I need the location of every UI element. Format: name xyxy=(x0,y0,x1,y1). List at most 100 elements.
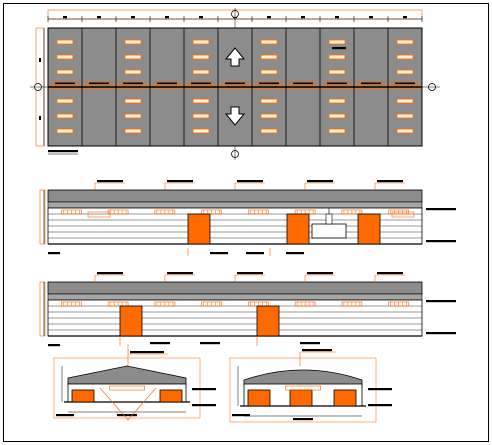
dimension-text xyxy=(200,342,220,345)
skylight-fixture xyxy=(260,113,278,119)
dimension-text xyxy=(286,252,304,255)
section-vent xyxy=(284,385,321,391)
roof-fascia xyxy=(47,189,423,203)
dimension-text xyxy=(210,252,228,255)
ridge-vent xyxy=(52,81,78,86)
brace-line xyxy=(127,387,157,421)
dimension-text xyxy=(293,418,313,421)
skylight-fixture xyxy=(56,128,74,134)
ridge-vent xyxy=(358,81,384,86)
dimension-text xyxy=(63,16,67,19)
roller-door xyxy=(286,213,310,245)
dimension-text xyxy=(403,16,407,19)
view-title-text xyxy=(48,252,60,255)
roller-door xyxy=(289,389,313,407)
ridge-vent-core xyxy=(259,82,279,85)
skylight-fixture xyxy=(328,98,346,104)
right-note-text xyxy=(426,240,456,243)
ridge-vent-core xyxy=(157,82,177,85)
roller-door xyxy=(187,213,211,245)
right-note-text xyxy=(426,300,456,303)
slope-arrow-down-icon xyxy=(224,106,246,126)
skylight-fixture xyxy=(192,128,210,134)
sheet-border xyxy=(3,3,489,442)
skylight-fixture xyxy=(192,39,210,45)
annotation-text xyxy=(237,180,263,183)
section-roof xyxy=(243,369,363,387)
wall-vent xyxy=(87,211,111,218)
ridge-vent xyxy=(120,81,146,86)
side-section-right-view xyxy=(229,349,392,423)
skylight-fixture xyxy=(124,54,142,60)
skylight-fixture xyxy=(328,113,346,119)
annotation-text xyxy=(130,351,164,354)
roller-door xyxy=(71,389,95,403)
skylight-fixture xyxy=(328,39,346,45)
ridge-vent xyxy=(154,81,180,86)
dimension-text xyxy=(246,252,264,255)
annotation-text xyxy=(377,272,403,275)
section-note-text xyxy=(368,404,392,407)
dimension-text xyxy=(150,342,170,345)
plan-note-text xyxy=(332,47,346,50)
skylight-fixture xyxy=(192,113,210,119)
dimension-text xyxy=(39,58,41,62)
skylight-fixture xyxy=(260,39,278,45)
annotation-text xyxy=(237,272,263,275)
roller-door xyxy=(256,305,280,337)
ridge-vent-core xyxy=(395,82,415,85)
skylight-fixture xyxy=(396,69,414,75)
annotation-text xyxy=(307,272,333,275)
skylight-fixture xyxy=(124,128,142,134)
ridge-vent-core xyxy=(361,82,381,85)
skylight-fixture xyxy=(328,128,346,134)
right-note-text xyxy=(426,332,456,335)
sheet-frame xyxy=(3,3,489,442)
ridge-vent xyxy=(222,81,248,86)
dimension-text xyxy=(369,16,373,19)
section-note-text xyxy=(192,404,216,407)
slope-arrow-up-icon xyxy=(224,47,246,67)
ridge-vent-core xyxy=(123,82,143,85)
dimension-text xyxy=(97,16,101,19)
section-vent xyxy=(109,385,146,391)
annotation-text xyxy=(302,349,332,352)
section-roof xyxy=(67,365,187,385)
skylight-fixture xyxy=(56,39,74,45)
height-dimension-frame xyxy=(39,281,46,337)
section-note-text xyxy=(192,388,216,391)
ridge-vent xyxy=(290,81,316,86)
skylight-fixture xyxy=(124,113,142,119)
height-dimension-frame xyxy=(39,189,46,245)
skylight-fixture xyxy=(396,39,414,45)
ridge-vent-core xyxy=(191,82,211,85)
skylight-fixture xyxy=(328,69,346,75)
plan-title-text xyxy=(48,150,78,153)
roller-door xyxy=(333,389,357,407)
dimension-text xyxy=(199,16,203,19)
skylight-fixture xyxy=(192,69,210,75)
annotation-text xyxy=(167,272,193,275)
roof-eave xyxy=(47,201,423,209)
skylight-fixture xyxy=(260,98,278,104)
ridge-vent xyxy=(392,81,418,86)
skylight-fixture xyxy=(192,54,210,60)
annotation-text xyxy=(167,180,193,183)
ridge-vent-core xyxy=(293,82,313,85)
dimension-text xyxy=(117,414,137,417)
roller-door xyxy=(357,213,381,245)
skylight-fixture xyxy=(124,98,142,104)
ridge-vent-core xyxy=(55,82,75,85)
ridge-vent-core xyxy=(225,82,245,85)
roof-fascia xyxy=(47,281,423,295)
view-title-text xyxy=(48,344,60,347)
roller-door xyxy=(247,389,271,407)
skylight-fixture xyxy=(260,128,278,134)
skylight-fixture xyxy=(260,69,278,75)
roof-eave xyxy=(47,293,423,301)
front-elevation-view xyxy=(39,180,456,256)
dimension-text xyxy=(39,116,41,120)
skylight-fixture xyxy=(260,54,278,60)
annotation-text xyxy=(377,180,403,183)
skylight-fixture xyxy=(124,39,142,45)
